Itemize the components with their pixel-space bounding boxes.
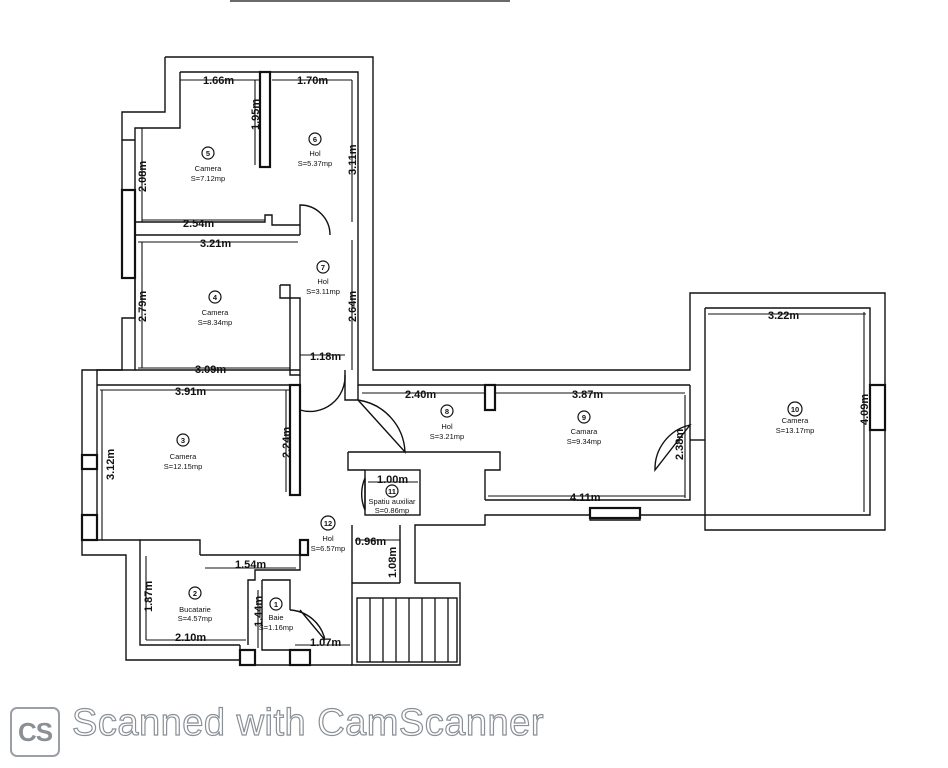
dim-label: 1.18m — [310, 351, 341, 363]
room-2-label: 2 Bucatarie S=4.57mp — [178, 586, 212, 623]
svg-text:S=12.15mp: S=12.15mp — [164, 462, 203, 471]
dimension-labels: 1.66m 1.70m 1.95m 3.11m 2.08m 2.54m 3.21… — [105, 75, 871, 649]
camscanner-logo-icon: CS — [10, 707, 60, 757]
room-labels: 1 Baie S=1.16mp 2 Bucatarie S=4.57mp 3 C… — [164, 132, 815, 632]
dim-label: 3.09m — [195, 364, 226, 376]
dim-label: 2.38m — [674, 429, 686, 460]
dim-label: 4.11m — [570, 492, 601, 504]
room-1-label: 1 Baie S=1.16mp — [259, 597, 293, 632]
dim-label: 2.79m — [137, 291, 149, 322]
svg-text:S=9.34mp: S=9.34mp — [567, 437, 601, 446]
svg-text:S=5.37mp: S=5.37mp — [298, 159, 332, 168]
dim-label: 3.11m — [347, 144, 359, 175]
room-11-label: 11 Spatiu auxiliar S=0.86mp — [368, 484, 416, 515]
dim-label: 3.12m — [105, 449, 117, 480]
windows — [80, 188, 887, 542]
svg-text:Camera: Camera — [195, 164, 223, 173]
dim-label: 2.40m — [405, 389, 436, 401]
svg-text:S=1.16mp: S=1.16mp — [259, 623, 293, 632]
dim-label: 2.54m — [183, 218, 214, 230]
svg-text:S=4.57mp: S=4.57mp — [178, 614, 212, 623]
stairs — [356, 597, 458, 663]
svg-text:12: 12 — [324, 519, 332, 528]
room-9-label: 9 Camara S=9.34mp — [567, 410, 601, 446]
svg-text:10: 10 — [791, 405, 799, 414]
dim-label: 1.70m — [297, 75, 328, 87]
svg-text:7: 7 — [321, 263, 325, 272]
svg-text:Camera: Camera — [782, 416, 810, 425]
svg-text:S=3.21mp: S=3.21mp — [430, 432, 464, 441]
dim-label: 3.91m — [175, 386, 206, 398]
svg-text:Camera: Camera — [202, 308, 230, 317]
interior-walls — [97, 70, 705, 667]
svg-text:Baie: Baie — [268, 613, 283, 622]
dim-label: 3.87m — [572, 389, 603, 401]
dim-label: 1.07m — [310, 637, 341, 649]
dim-label: 1.00m — [377, 474, 408, 486]
svg-text:S=8.34mp: S=8.34mp — [198, 318, 232, 327]
dim-label: 1.44m — [253, 596, 265, 627]
svg-text:Camera: Camera — [170, 452, 198, 461]
dim-label: 2.10m — [175, 632, 206, 644]
svg-text:11: 11 — [388, 487, 396, 496]
svg-text:S=13.17mp: S=13.17mp — [776, 426, 815, 435]
svg-text:Camara: Camara — [571, 427, 599, 436]
svg-text:Hol: Hol — [317, 277, 329, 286]
svg-text:8: 8 — [445, 407, 449, 416]
svg-text:1: 1 — [274, 600, 278, 609]
dim-label: 1.66m — [203, 75, 234, 87]
scanner-watermark-text: Scanned with CamScanner — [71, 701, 544, 744]
svg-text:Hol: Hol — [322, 534, 334, 543]
room-7-label: 7 Hol S=3.11mp — [306, 260, 340, 296]
svg-text:Bucatarie: Bucatarie — [179, 605, 211, 614]
svg-text:3: 3 — [181, 436, 185, 445]
svg-text:4: 4 — [213, 293, 218, 302]
dim-label: 1.87m — [143, 581, 155, 612]
room-4-label: 4 Camera S=8.34mp — [198, 290, 232, 327]
svg-text:6: 6 — [313, 135, 317, 144]
svg-text:2: 2 — [193, 589, 197, 598]
dim-label: 0.96m — [355, 536, 386, 548]
doors — [289, 204, 692, 641]
dim-label: 1.54m — [235, 559, 266, 571]
svg-text:Hol: Hol — [309, 149, 321, 158]
floor-plan: 1.66m 1.70m 1.95m 3.11m 2.08m 2.54m 3.21… — [80, 0, 887, 667]
dim-label: 4.09m — [859, 394, 871, 425]
svg-text:S=7.12mp: S=7.12mp — [191, 174, 225, 183]
dim-label: 2.24m — [281, 427, 293, 458]
svg-text:9: 9 — [582, 413, 586, 422]
dimension-lines — [100, 79, 866, 648]
outer-walls — [81, 56, 886, 666]
svg-text:Spatiu auxiliar: Spatiu auxiliar — [368, 497, 416, 506]
dim-label: 2.08m — [137, 161, 149, 192]
room-8-label: 8 Hol S=3.21mp — [430, 404, 464, 441]
room-5-label: 5 Camera S=7.12mp — [191, 146, 225, 183]
svg-text:Hol: Hol — [441, 422, 453, 431]
room-12-label: 12 Hol S=6.57mp — [311, 515, 345, 553]
dim-label: 3.21m — [200, 238, 231, 250]
dim-label: 2.64m — [347, 291, 359, 322]
room-3-label: 3 Camera S=12.15mp — [164, 433, 203, 471]
svg-text:5: 5 — [206, 149, 210, 158]
svg-text:S=0.86mp: S=0.86mp — [375, 506, 409, 515]
room-10-label: 10 Camera S=13.17mp — [776, 401, 815, 435]
dim-label: 1.08m — [387, 547, 399, 578]
room-6-label: 6 Hol S=5.37mp — [298, 132, 332, 168]
svg-text:S=3.11mp: S=3.11mp — [306, 287, 340, 296]
dim-label: 3.22m — [768, 310, 799, 322]
svg-text:S=6.57mp: S=6.57mp — [311, 544, 345, 553]
dim-label: 1.95m — [250, 99, 262, 130]
